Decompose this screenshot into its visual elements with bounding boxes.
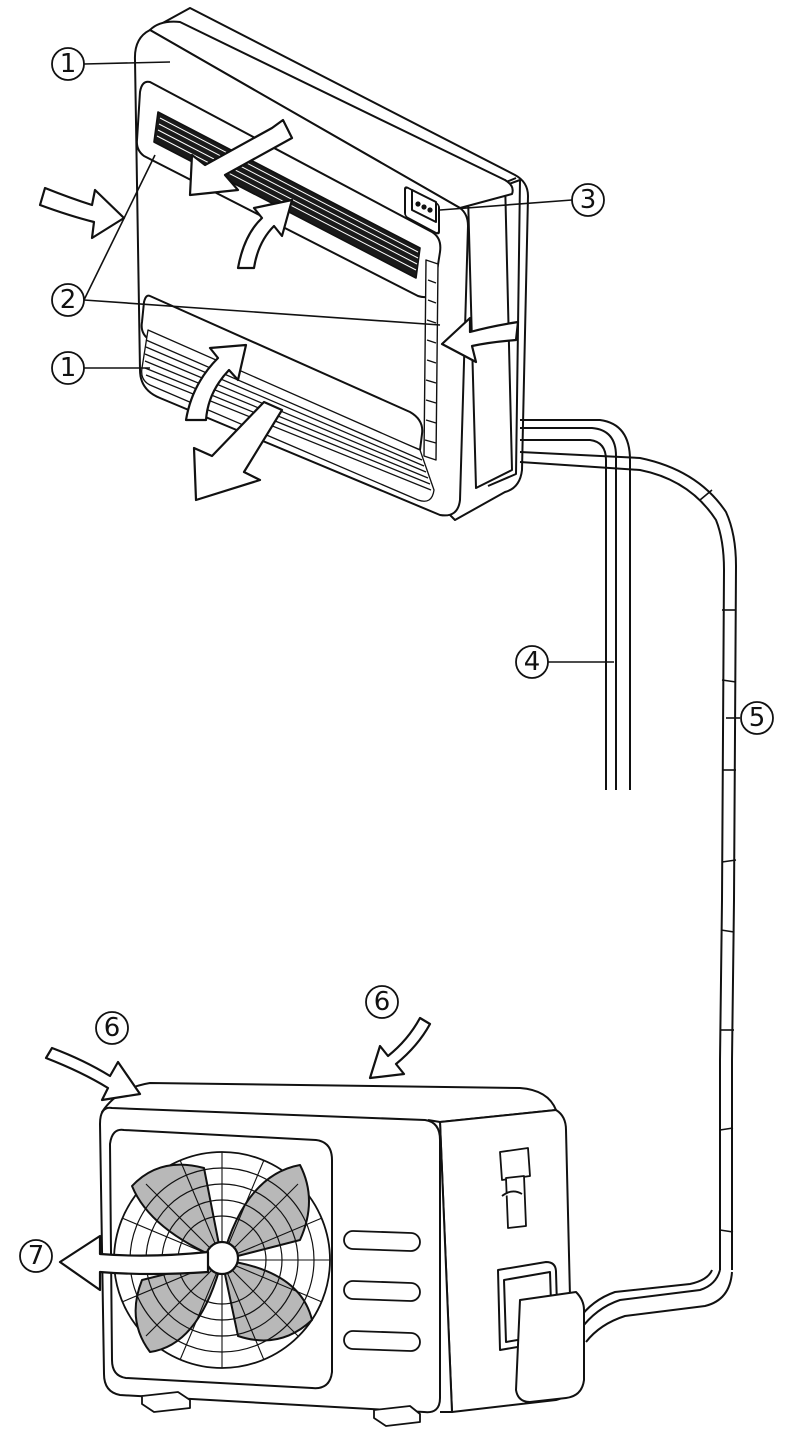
refrigerant-line-to-outdoor (579, 1269, 721, 1331)
arrow-icon (58, 1234, 210, 1292)
callout-3-label: 3 (580, 185, 597, 215)
indoor-unit (133, 7, 529, 521)
callout-5: 5 (740, 701, 774, 735)
indoor-unit-top (149, 20, 514, 209)
fan-hub (204, 1240, 240, 1276)
callout-6-right: 6 (365, 985, 399, 1019)
drain-pipe-bend (520, 419, 631, 790)
drain-pipe (520, 427, 617, 790)
callout-2-label: 2 (60, 285, 77, 315)
callout-6-left: 6 (95, 1011, 129, 1045)
callouts: 1 2 1 3 4 5 6 6 (19, 47, 774, 1273)
fan-icon (113, 1151, 331, 1369)
arrow-icon (188, 118, 294, 197)
callout-4-label: 4 (524, 647, 541, 677)
callout-7-label: 7 (28, 1241, 45, 1271)
callout-1-top-label: 1 (60, 49, 77, 79)
front-vents (343, 1230, 421, 1352)
callout-5-label: 5 (749, 703, 766, 733)
side-grille (423, 259, 439, 461)
callout-6-left-label: 6 (104, 1013, 121, 1043)
refrigerant-line-to-outdoor-2 (585, 1271, 733, 1343)
upper-grille (153, 111, 421, 279)
refrigerant-line (519, 461, 726, 1270)
callout-6-right-label: 6 (374, 987, 391, 1017)
callout-1-bottom-label: 1 (60, 353, 77, 383)
outdoor-airflow (44, 1016, 432, 1292)
side-handle (499, 1147, 531, 1229)
drain-pipe-inner (520, 439, 607, 790)
outdoor-unit (99, 1082, 585, 1427)
arrow-icon (440, 316, 520, 364)
callout-7: 7 (19, 1239, 53, 1273)
arrow-icon (38, 186, 126, 240)
callout-4: 4 (515, 645, 549, 679)
callout-3: 3 (571, 183, 605, 217)
callout-2: 2 (51, 283, 85, 317)
indoor-unit-side (149, 7, 529, 521)
indoor-airflow (38, 118, 520, 502)
display-panel (404, 186, 440, 235)
refrigerant-line-to-outdoor-3 (577, 1269, 713, 1321)
callout-1-bottom: 1 (51, 351, 85, 385)
insulation-joints (699, 489, 737, 1233)
service-valve-cover (497, 1261, 585, 1403)
piping (519, 419, 738, 1343)
arrow-icon (192, 400, 284, 502)
arrow-icon (368, 1016, 432, 1080)
arrow-icon (236, 198, 294, 270)
feet (141, 1391, 421, 1427)
callout-1-top: 1 (51, 47, 85, 81)
leader-lines (83, 61, 740, 719)
arrow-icon (44, 1046, 142, 1102)
lower-louver-frame (140, 294, 424, 451)
arrow-icon (184, 343, 248, 422)
refrigerant-line-inner (519, 451, 738, 1270)
